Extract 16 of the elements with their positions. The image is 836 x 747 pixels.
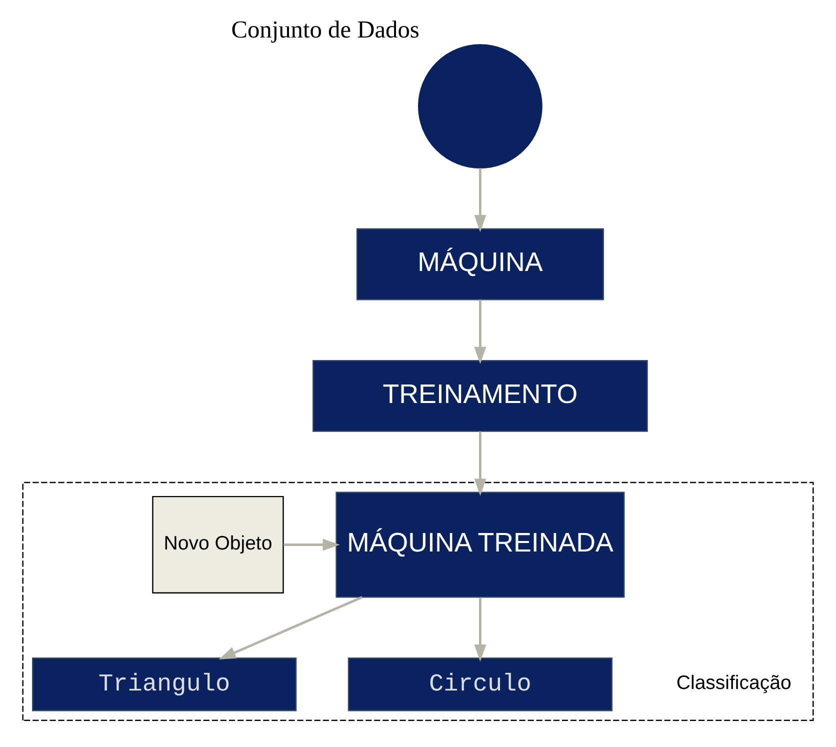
node-box: MÁQUINA bbox=[356, 228, 604, 300]
arrow bbox=[474, 596, 486, 662]
arrow bbox=[474, 299, 486, 364]
node-box: MÁQUINA TREINADA bbox=[336, 491, 625, 598]
node-box: Novo Objeto bbox=[152, 495, 284, 594]
arrow bbox=[284, 538, 340, 550]
arrow bbox=[474, 168, 486, 232]
node-box: TREINAMENTO bbox=[312, 359, 648, 432]
node-box: Triangulo bbox=[32, 657, 297, 711]
node-box: Circulo bbox=[348, 657, 613, 711]
node-circle bbox=[418, 44, 542, 168]
label: Classificação bbox=[676, 672, 792, 694]
arrow bbox=[218, 596, 363, 660]
node-label: Conjunto de Dados bbox=[231, 16, 420, 43]
cluster bbox=[22, 481, 814, 720]
arrow bbox=[474, 430, 486, 496]
